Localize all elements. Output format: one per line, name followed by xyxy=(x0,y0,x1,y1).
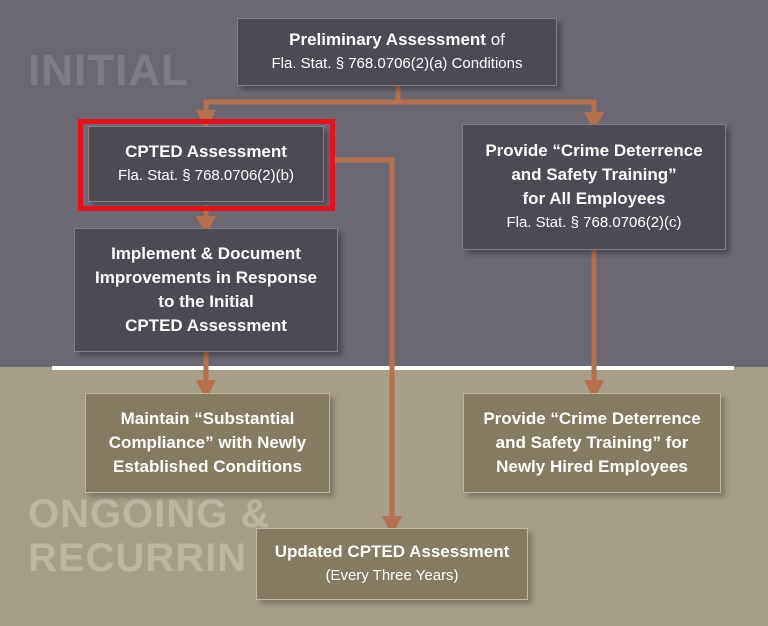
preliminary-assessment-box: Preliminary Assessment of Fla. Stat. § 7… xyxy=(237,18,557,86)
training-all-line1: Provide “Crime Deterrence xyxy=(485,141,703,160)
cpted-assessment-box: CPTED Assessment Fla. Stat. § 768.0706(2… xyxy=(88,126,324,202)
maintain-line3: Established Conditions xyxy=(113,457,302,476)
implement-line4: CPTED Assessment xyxy=(125,316,287,335)
preliminary-title-suffix: of xyxy=(485,30,505,49)
training-new-hires-box: Provide “Crime Deterrence and Safety Tra… xyxy=(463,393,721,493)
training-all-line2: and Safety Training” xyxy=(511,165,677,184)
ongoing-section-label: ONGOING & RECURRIN xyxy=(28,492,270,580)
implement-line2: Improvements in Response xyxy=(94,268,317,287)
cpted-statute: Fla. Stat. § 768.0706(2)(b) xyxy=(118,167,294,184)
arrow-preliminary-to-training-all xyxy=(398,99,604,132)
arrow-preliminary-to-cpted xyxy=(196,86,401,130)
training-new-line3: Newly Hired Employees xyxy=(496,457,688,476)
training-new-line1: Provide “Crime Deterrence xyxy=(483,409,701,428)
preliminary-title: Preliminary Assessment xyxy=(289,30,486,49)
ongoing-label-line1: ONGOING & xyxy=(28,492,271,536)
training-all-employees-box: Provide “Crime Deterrence and Safety Tra… xyxy=(462,124,726,250)
cpted-highlight-frame xyxy=(78,119,335,211)
preliminary-title-line: Preliminary Assessment of xyxy=(289,28,505,52)
training-all-line3: for All Employees xyxy=(522,189,666,208)
implement-line1: Implement & Document xyxy=(111,244,301,263)
ongoing-label-line2: RECURRIN xyxy=(28,536,248,580)
training-all-statute: Fla. Stat. § 768.0706(2)(c) xyxy=(506,214,682,231)
maintain-line1: Maintain “Substantial xyxy=(120,409,295,428)
updated-title: Updated CPTED Assessment xyxy=(274,542,510,561)
initial-section-label: INITIAL xyxy=(28,46,189,95)
maintain-line2: Compliance” with Newly xyxy=(108,433,307,452)
updated-cpted-box: Updated CPTED Assessment (Every Three Ye… xyxy=(256,528,528,600)
maintain-compliance-box: Maintain “Substantial Compliance” with N… xyxy=(85,393,330,493)
implement-improvements-box: Implement & Document Improvements in Res… xyxy=(74,228,338,352)
arrow-cpted-to-updated xyxy=(333,157,402,536)
implement-line3: to the Initial xyxy=(158,292,254,311)
updated-frequency: (Every Three Years) xyxy=(325,567,459,584)
preliminary-statute: Fla. Stat. § 768.0706(2)(a) Conditions xyxy=(271,55,523,72)
cpted-title: CPTED Assessment xyxy=(125,142,287,161)
training-new-line2: and Safety Training” for xyxy=(495,433,689,452)
